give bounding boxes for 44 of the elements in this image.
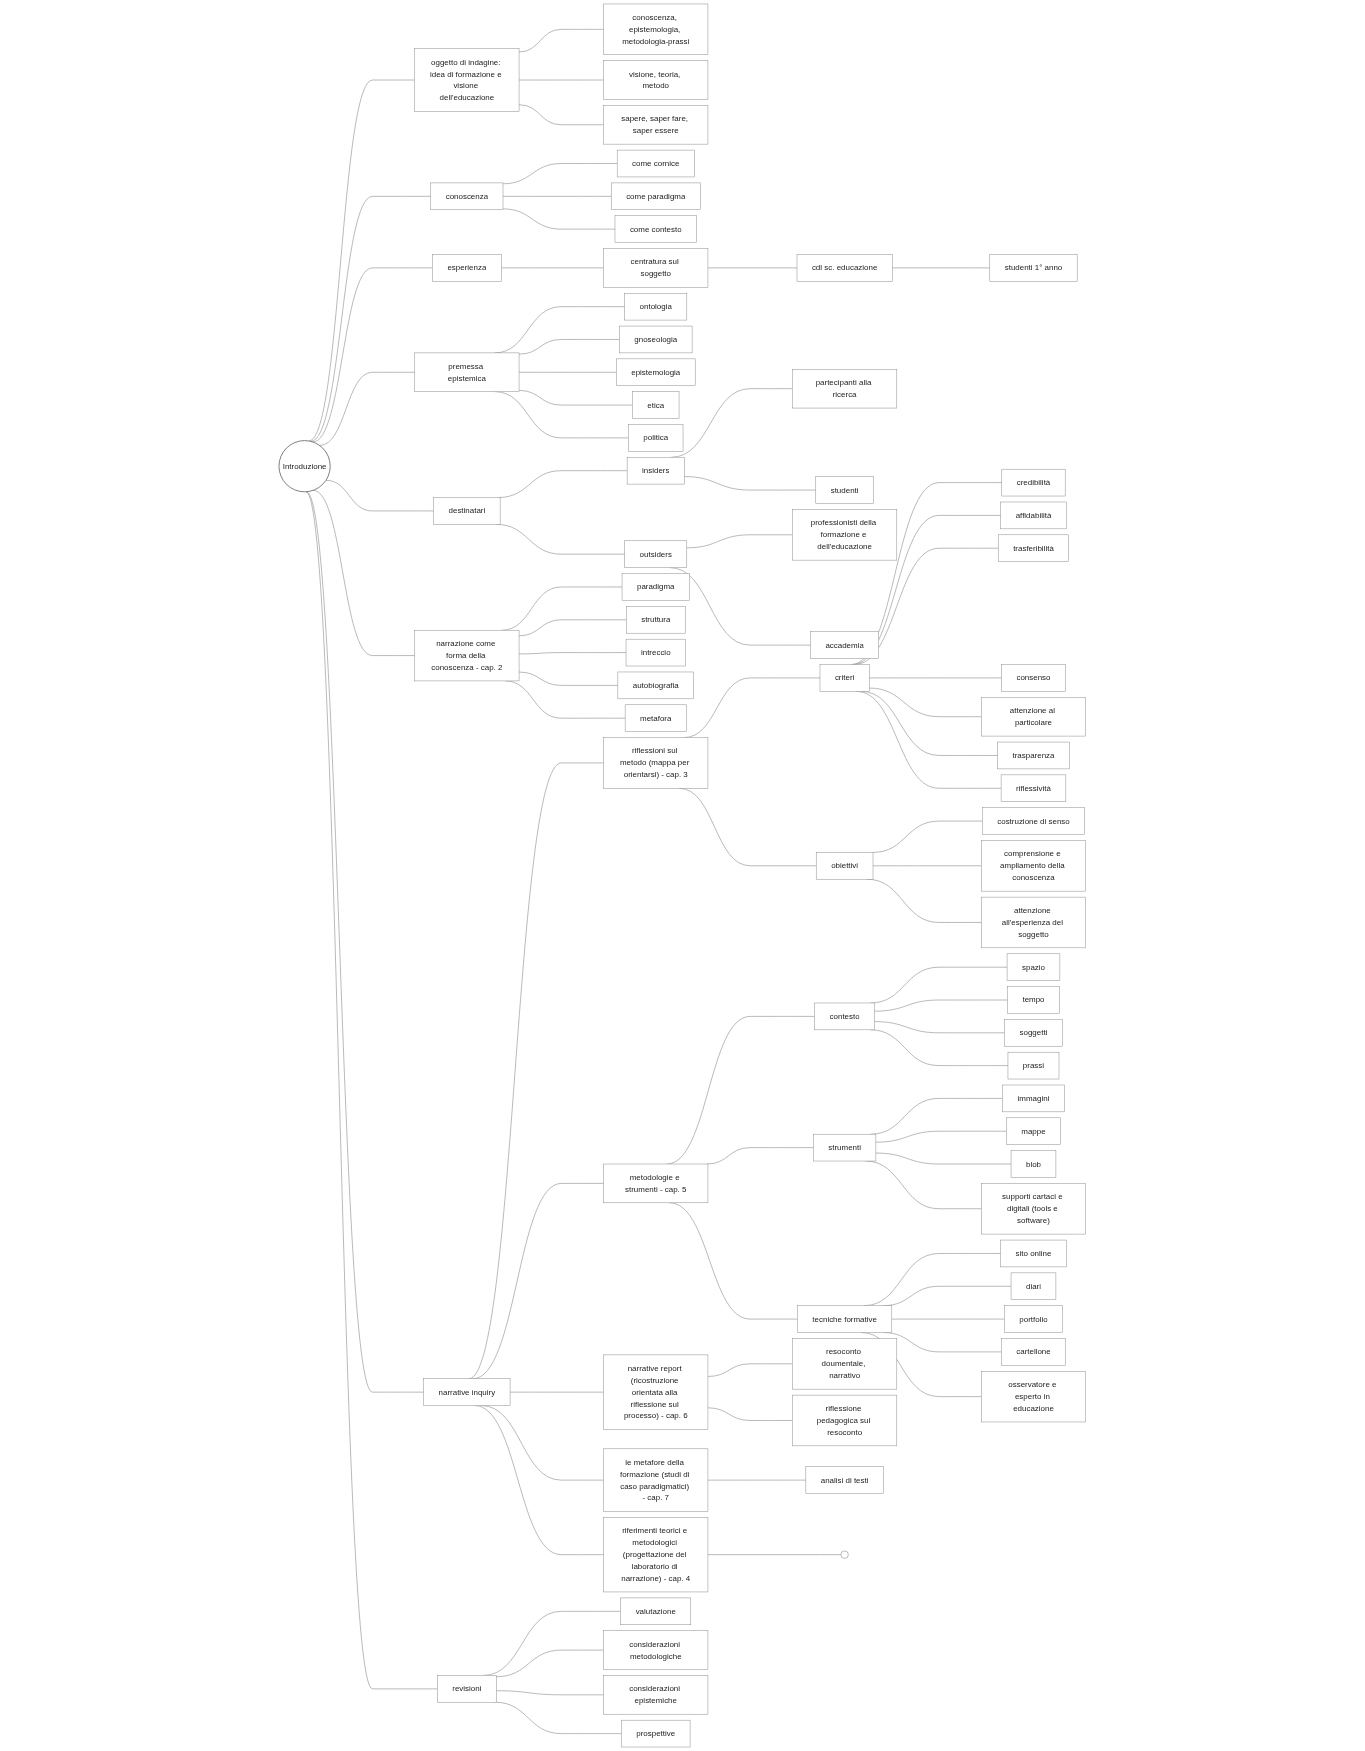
connector <box>518 671 619 686</box>
connector <box>502 163 618 185</box>
connector <box>498 470 628 498</box>
connector <box>707 1479 807 1481</box>
connector <box>518 390 633 406</box>
connector <box>874 1021 1006 1034</box>
connector <box>502 196 612 197</box>
connector <box>308 79 416 442</box>
connector <box>496 1649 605 1678</box>
connector <box>869 677 1002 679</box>
connector <box>518 619 627 637</box>
connector <box>509 1391 605 1393</box>
connector <box>502 208 616 230</box>
connector <box>313 490 416 656</box>
connector <box>310 196 432 442</box>
connector <box>707 1363 793 1377</box>
connector <box>518 29 605 53</box>
connector <box>518 652 627 655</box>
connector <box>305 491 438 1690</box>
connector <box>319 371 416 446</box>
connector <box>518 339 620 355</box>
connector <box>891 1318 1005 1320</box>
connector <box>306 491 425 1393</box>
connector <box>872 820 983 853</box>
connector <box>707 267 798 269</box>
connector <box>518 104 605 126</box>
connector <box>325 480 435 512</box>
connector <box>875 1130 1007 1143</box>
connector <box>874 999 1008 1012</box>
connector <box>872 865 982 867</box>
connector <box>501 267 605 269</box>
connector <box>707 1554 842 1555</box>
connector <box>875 1152 1012 1165</box>
connector <box>518 371 617 373</box>
connector <box>686 534 793 549</box>
connector <box>684 476 817 491</box>
connector <box>495 1702 622 1734</box>
connector <box>496 1690 605 1696</box>
connector <box>518 79 605 81</box>
node-circle <box>840 1550 849 1559</box>
connector <box>707 1407 793 1421</box>
connector <box>706 1147 814 1165</box>
connector <box>892 267 991 269</box>
connector <box>869 687 982 717</box>
